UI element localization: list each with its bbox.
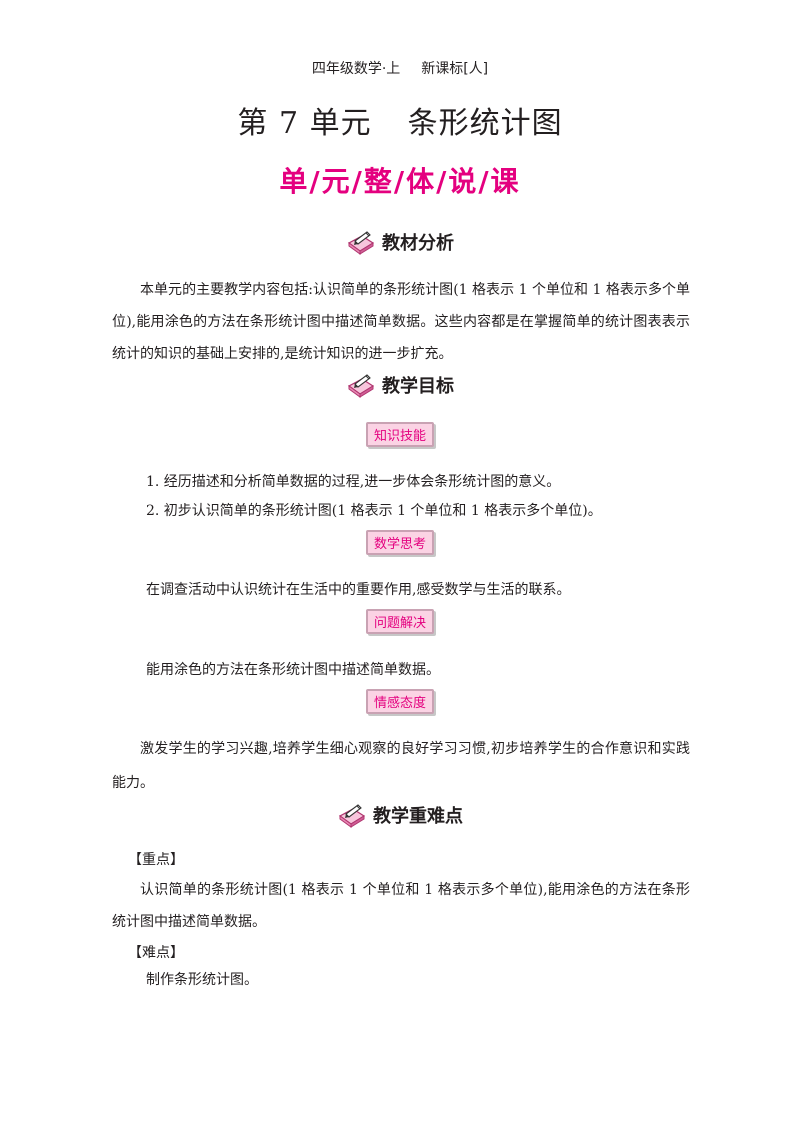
header-book: 四年级数学·上 xyxy=(311,61,401,77)
problem-text: 能用涂色的方法在条形统计图中描述简单数据。 xyxy=(146,662,440,678)
unit-title: 第 7 单元条形统计图 xyxy=(0,98,800,142)
thinking-text: 在调查活动中认识统计在生活中的重要作用,感受数学与生活的联系。 xyxy=(146,582,571,598)
emotion-text: 激发学生的学习兴趣,培养学生细心观察的良好学习习惯,初步培养学生的合作意识和实践… xyxy=(112,741,690,791)
unit-name: 条形统计图 xyxy=(407,106,563,141)
difficult-label: 【难点】 xyxy=(128,945,184,961)
unit-number: 第 7 单元 xyxy=(237,106,372,141)
knowledge-item-1: 1. 经历描述和分析简单数据的过程,进一步体会条形统计图的意义。 xyxy=(146,474,561,490)
badge-problem-wrap: 问题解决 xyxy=(0,609,800,634)
section-heading-keypoints: 教学重难点 xyxy=(0,802,800,834)
difficult-text: 制作条形统计图。 xyxy=(146,972,258,988)
pencil-book-icon xyxy=(346,372,376,398)
knowledge-item-2: 2. 初步认识简单的条形统计图(1 格表示 1 个单位和 1 格表示多个单位)。 xyxy=(146,503,602,519)
badge-thinking-wrap: 数学思考 xyxy=(0,530,800,555)
badge-emotion-attitude: 情感态度 xyxy=(365,689,434,714)
analysis-paragraph: 本单元的主要教学内容包括:认识简单的条形统计图(1 格表示 1 个单位和 1 格… xyxy=(112,282,690,362)
unit-banner-title: 单/元/整/体/说/课 xyxy=(279,165,521,198)
section-heading-goals: 教学目标 xyxy=(0,372,800,404)
key-text: 认识简单的条形统计图(1 格表示 1 个单位和 1 格表示多个单位),能用涂色的… xyxy=(112,882,690,930)
badge-problem-solving: 问题解决 xyxy=(365,609,434,634)
key-label: 【重点】 xyxy=(128,852,184,868)
badge-knowledge-skills: 知识技能 xyxy=(365,422,434,447)
badge-knowledge-wrap: 知识技能 xyxy=(0,422,800,447)
pencil-book-icon xyxy=(346,229,376,255)
header-edition: 新课标[人] xyxy=(421,61,489,77)
section-title-keypoints: 教学重难点 xyxy=(373,806,463,827)
running-header: 四年级数学·上 新课标[人] xyxy=(0,58,800,78)
badge-emotion-wrap: 情感态度 xyxy=(0,689,800,714)
pencil-book-icon xyxy=(337,802,367,828)
section-title-analysis: 教材分析 xyxy=(382,233,454,254)
badge-math-thinking: 数学思考 xyxy=(365,530,434,555)
section-title-goals: 教学目标 xyxy=(382,376,454,397)
section-heading-analysis: 教材分析 xyxy=(0,229,800,261)
